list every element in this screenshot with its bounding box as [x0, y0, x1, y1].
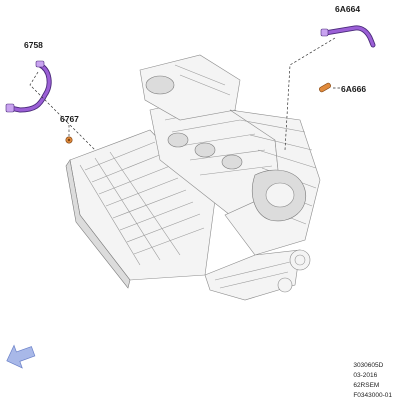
figure-id: F0343000-01 — [353, 392, 392, 399]
engine-illustration — [65, 54, 321, 301]
fitting-6a666[interactable] — [318, 82, 332, 93]
callout-6758: 6758 — [24, 40, 43, 50]
callout-6a664: 6A664 — [335, 4, 360, 14]
drawing-date: 03-2016 — [353, 372, 378, 379]
drawing-reference-block: 3030605D 03-2016 62RSEM F0343000-01 — [353, 361, 392, 401]
leader-lines — [29, 37, 340, 151]
drawing-number: 3030605D — [353, 362, 384, 369]
hose-6758[interactable] — [5, 60, 52, 113]
fitting-6767[interactable] — [65, 136, 73, 144]
callout-6767: 6767 — [60, 114, 79, 124]
callout-6a666: 6A666 — [341, 84, 366, 94]
hose-6a664[interactable] — [320, 25, 376, 48]
drawing-code: 62RSEM — [353, 382, 380, 389]
back-arrow-icon[interactable] — [3, 340, 38, 372]
